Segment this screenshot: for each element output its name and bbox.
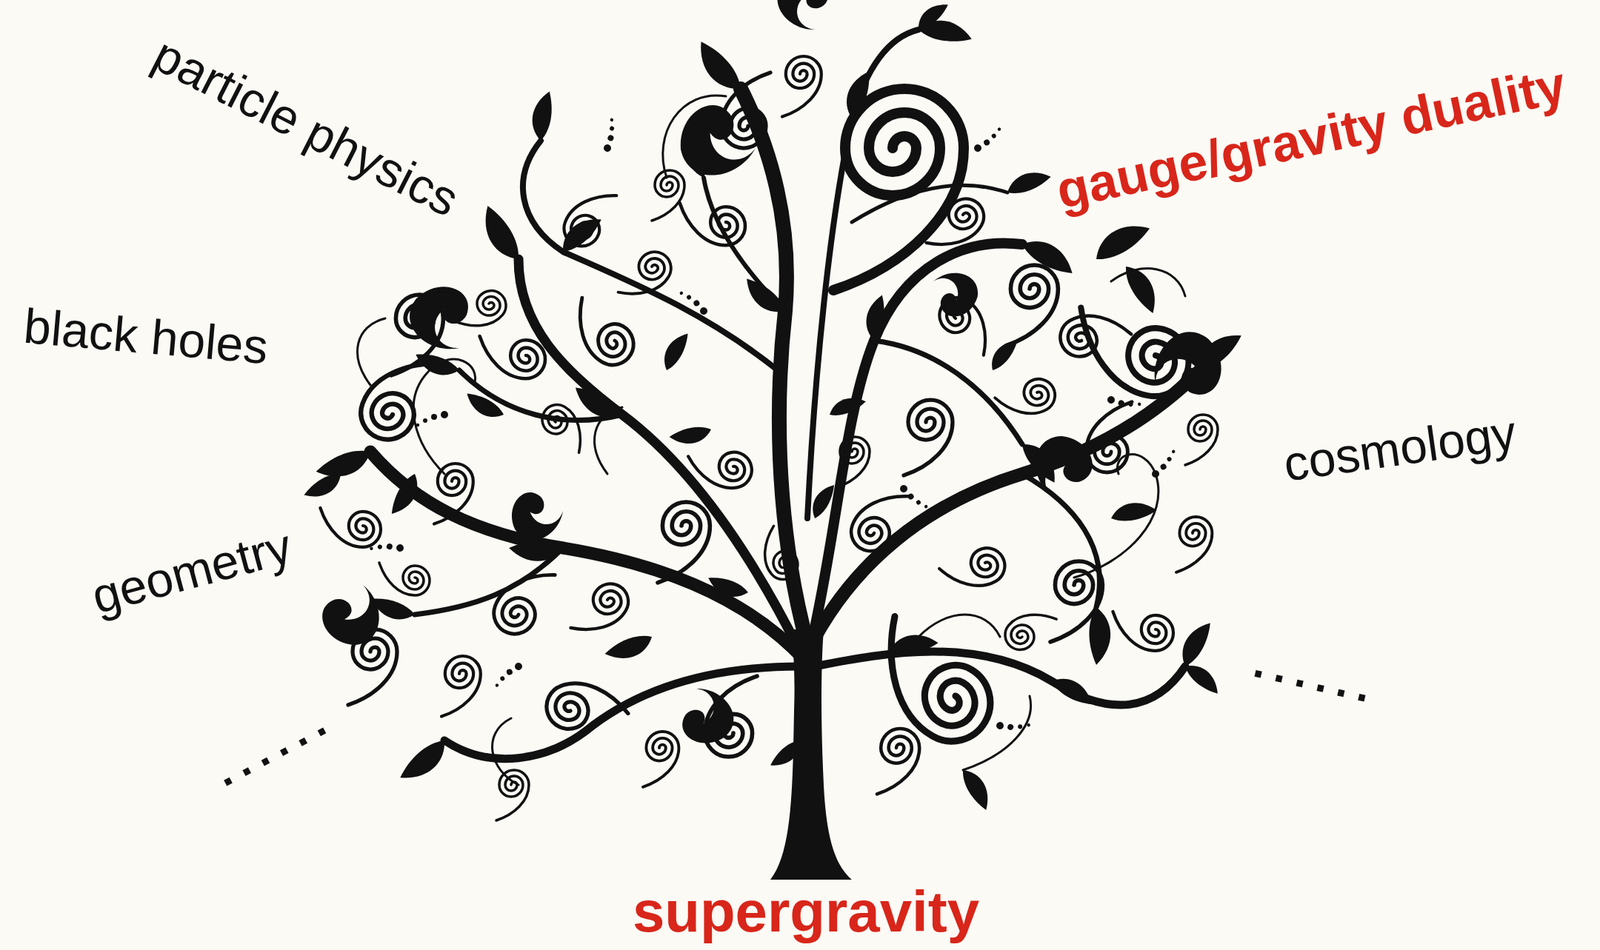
topic-label: black holes [21,298,271,376]
ellipsis-mark: ...... [1248,636,1385,715]
topic-label: particle physics [144,26,468,229]
highlight-label: gauge/gravity duality [1051,54,1572,221]
ellipsis-mark: ...... [205,691,342,798]
root-label: supergravity [632,879,980,946]
topic-label: geometry [85,518,298,626]
topic-label: cosmology [1280,404,1520,493]
